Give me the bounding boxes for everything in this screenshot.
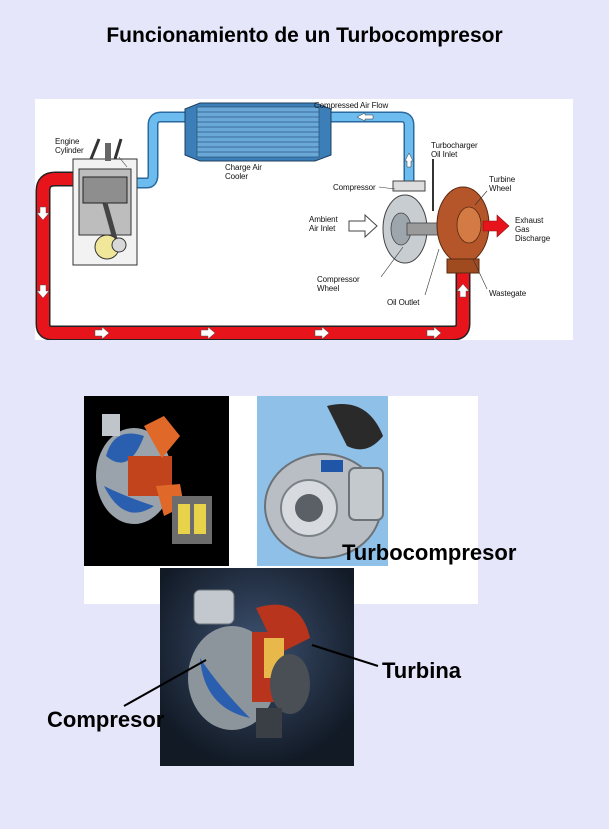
exhaust-discharge-arrow [482, 214, 510, 238]
engine-cylinder [72, 138, 138, 266]
label-turbocompresor: Turbocompresor [342, 540, 517, 565]
label-ambient-air-inlet: Ambient Air Inlet [309, 215, 338, 233]
label-turbocharger-oil-inlet: Turbocharger Oil Inlet [431, 141, 478, 159]
label-engine-cylinder: Engine Cylinder [55, 137, 84, 155]
cutaway-turbo-photo [84, 396, 229, 566]
label-compressor: Compressor [333, 183, 376, 192]
schematic-drawing [35, 102, 510, 340]
label-compressor-wheel: Compressor Wheel [317, 275, 360, 293]
page-title: Funcionamiento de un Turbocompresor [106, 24, 503, 47]
turbine-housing [436, 186, 490, 274]
turbocharger-schematic: Compressed Air Flow Engine Cylinder Char… [35, 99, 573, 340]
compressed-air-arrow [356, 112, 374, 122]
compressor-housing [382, 180, 452, 264]
charge-air-cooler [184, 102, 332, 162]
label-turbina: Turbina [382, 658, 462, 683]
label-compresor: Compresor [47, 707, 165, 732]
label-turbine-wheel: Turbine Wheel [489, 175, 516, 193]
ambient-air-arrow [348, 213, 378, 239]
compressor-outlet-arrow [404, 152, 414, 168]
leader-lines [118, 156, 488, 296]
label-exhaust-gas-discharge: Exhaust Gas Discharge [515, 216, 551, 243]
turbocharger-photo [257, 396, 388, 566]
exhaust-flow-arrows [36, 206, 470, 340]
label-charge-air-cooler: Charge Air Cooler [225, 163, 262, 181]
label-compressed-air-flow: Compressed Air Flow [314, 101, 389, 110]
label-oil-outlet: Oil Outlet [387, 298, 420, 307]
label-wastegate: Wastegate [489, 289, 527, 298]
